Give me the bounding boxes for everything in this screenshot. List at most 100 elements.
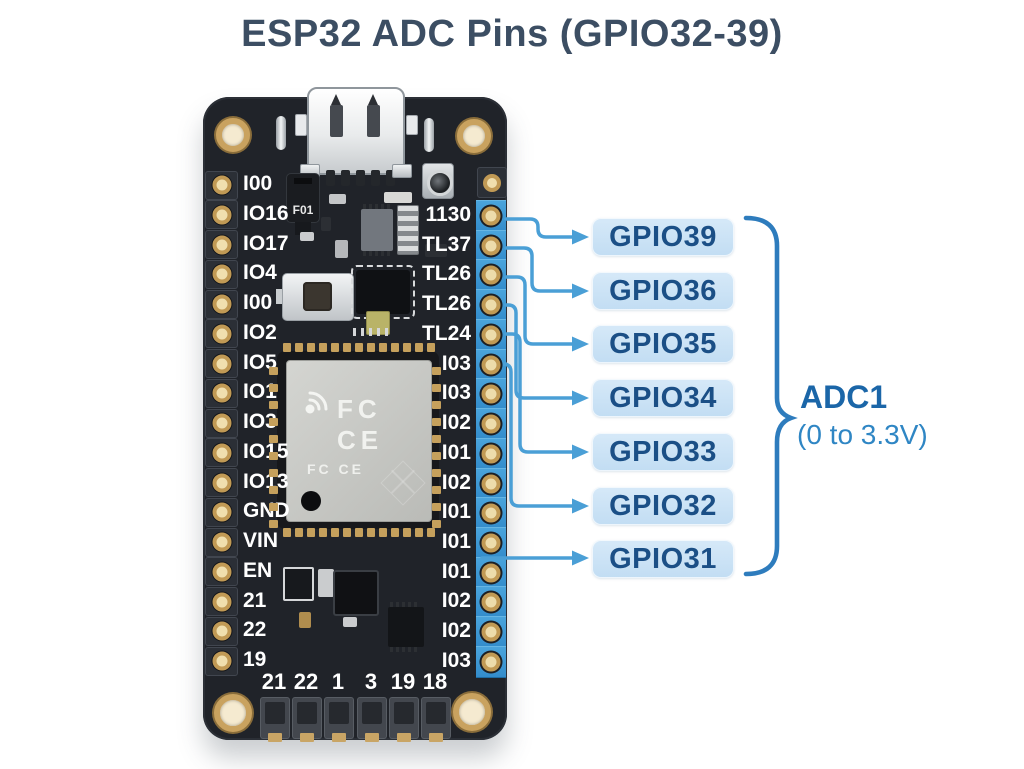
right-pin-label: I01 xyxy=(441,500,471,524)
callout-box-gpio36: GPIO36 xyxy=(592,271,734,310)
smd-resistor xyxy=(384,192,412,203)
module-pad xyxy=(319,528,327,537)
module-pad xyxy=(379,528,387,537)
left-pin-label: IO13 xyxy=(243,469,289,493)
qfn-chip xyxy=(361,204,393,256)
right-pin-cell xyxy=(476,497,506,530)
callout-wire-gpio33 xyxy=(504,332,574,454)
module-shield: FC CE FC CE xyxy=(286,360,432,522)
esp32-module: FC CE FC CE xyxy=(277,351,439,529)
arrowhead-icon xyxy=(572,229,589,245)
mounting-hole-top-right xyxy=(457,119,491,153)
left-pin-cell xyxy=(205,408,238,438)
arrowhead-icon xyxy=(572,498,589,514)
shielded-component xyxy=(397,205,419,255)
module-pad xyxy=(403,343,411,352)
module-pad xyxy=(269,452,278,460)
right-pin-cell xyxy=(476,259,506,292)
left-pin-cell xyxy=(205,378,238,408)
usb-leg xyxy=(341,170,350,186)
smd-component xyxy=(321,217,331,231)
usb-leg xyxy=(386,170,395,186)
module-pad xyxy=(269,435,278,443)
module-pad xyxy=(319,343,327,352)
left-pin-cell xyxy=(205,616,238,646)
right-pin-label: I01 xyxy=(441,529,471,553)
usb-leg xyxy=(356,170,365,186)
left-pin-cell xyxy=(205,200,238,230)
right-pin-label: TL24 xyxy=(421,321,471,345)
left-pin-label: 21 xyxy=(243,588,267,612)
adc-group-range: (0 to 3.3V) xyxy=(797,419,928,450)
right-pin-cell xyxy=(476,526,506,559)
module-pad xyxy=(269,486,278,494)
module-pad xyxy=(432,401,441,409)
page-title: ESP32 ADC Pins (GPIO32-39) xyxy=(241,13,783,55)
left-pin-label: 19 xyxy=(243,648,267,671)
module-pad xyxy=(269,503,278,511)
left-pin-label: IO3 xyxy=(243,410,277,433)
right-pin-label: I02 xyxy=(441,411,471,434)
module-cert-marks-small: FC CE xyxy=(307,461,364,477)
module-pad xyxy=(432,435,441,443)
bottom-pad xyxy=(324,697,354,742)
bottom-pad xyxy=(292,697,322,742)
adc-group-brace xyxy=(743,215,798,577)
left-pin-label: IO4 xyxy=(243,261,277,285)
mounting-hole-bottom-left xyxy=(214,694,252,732)
module-pad xyxy=(432,520,441,528)
bottom-pad-label: 18 xyxy=(422,669,448,694)
arrowhead-icon xyxy=(572,444,589,460)
callout-wire-gpio36 xyxy=(504,246,574,293)
usb-prong xyxy=(367,94,380,137)
module-pad xyxy=(269,384,278,392)
module-pad xyxy=(331,528,339,537)
right-pin-cell xyxy=(476,378,506,411)
right-pin-label: I02 xyxy=(441,589,471,613)
right-pin-label: TL26 xyxy=(421,292,471,316)
module-pad xyxy=(331,343,339,352)
module-pad xyxy=(307,343,315,352)
left-pin-label: GND xyxy=(243,499,290,523)
callout-box-gpio32: GPIO32 xyxy=(592,486,734,525)
left-pin-label: IO16 xyxy=(243,201,289,225)
standoff-pin xyxy=(424,118,434,152)
arrowhead-icon xyxy=(572,283,589,299)
right-pin-label: 1130 xyxy=(425,203,471,226)
module-pad xyxy=(391,528,399,537)
module-pad xyxy=(269,367,278,375)
left-pin-cell xyxy=(205,527,238,557)
right-pin-label: TL37 xyxy=(421,232,471,256)
left-pin-cell xyxy=(205,468,238,497)
module-pad xyxy=(295,528,303,537)
left-pin-label: IO5 xyxy=(243,350,277,374)
callout-box-gpio34: GPIO34 xyxy=(592,379,734,418)
module-pad xyxy=(391,343,399,352)
left-pin-label: VIN xyxy=(243,529,279,552)
module-pad xyxy=(269,520,278,528)
bottom-pad-label: 21 xyxy=(261,669,287,694)
smd-component xyxy=(295,114,307,136)
left-pin-cell xyxy=(205,646,238,676)
right-pin-label: I02 xyxy=(441,619,471,643)
callout-wire-gpio32 xyxy=(502,362,574,508)
module-pad xyxy=(427,343,435,352)
module-pad xyxy=(403,528,411,537)
callout-wire-gpio34 xyxy=(504,303,574,400)
bottom-pad-label: 22 xyxy=(293,669,319,694)
right-pin-cell xyxy=(476,408,506,440)
fuse-component: F01 xyxy=(286,173,320,235)
bottom-pad-label: 19 xyxy=(390,669,416,694)
module-pad xyxy=(269,469,278,477)
right-pin-cell xyxy=(476,289,506,322)
right-pin-cell xyxy=(476,645,506,678)
module-pad xyxy=(283,528,291,537)
smd-component xyxy=(318,569,334,597)
module-pad xyxy=(355,528,363,537)
esp32-board: F01 FC CE xyxy=(203,87,507,742)
left-pin-cell xyxy=(205,230,238,259)
smd-component xyxy=(299,612,311,628)
module-pad xyxy=(343,343,351,352)
callout-wire-gpio39 xyxy=(504,217,574,239)
